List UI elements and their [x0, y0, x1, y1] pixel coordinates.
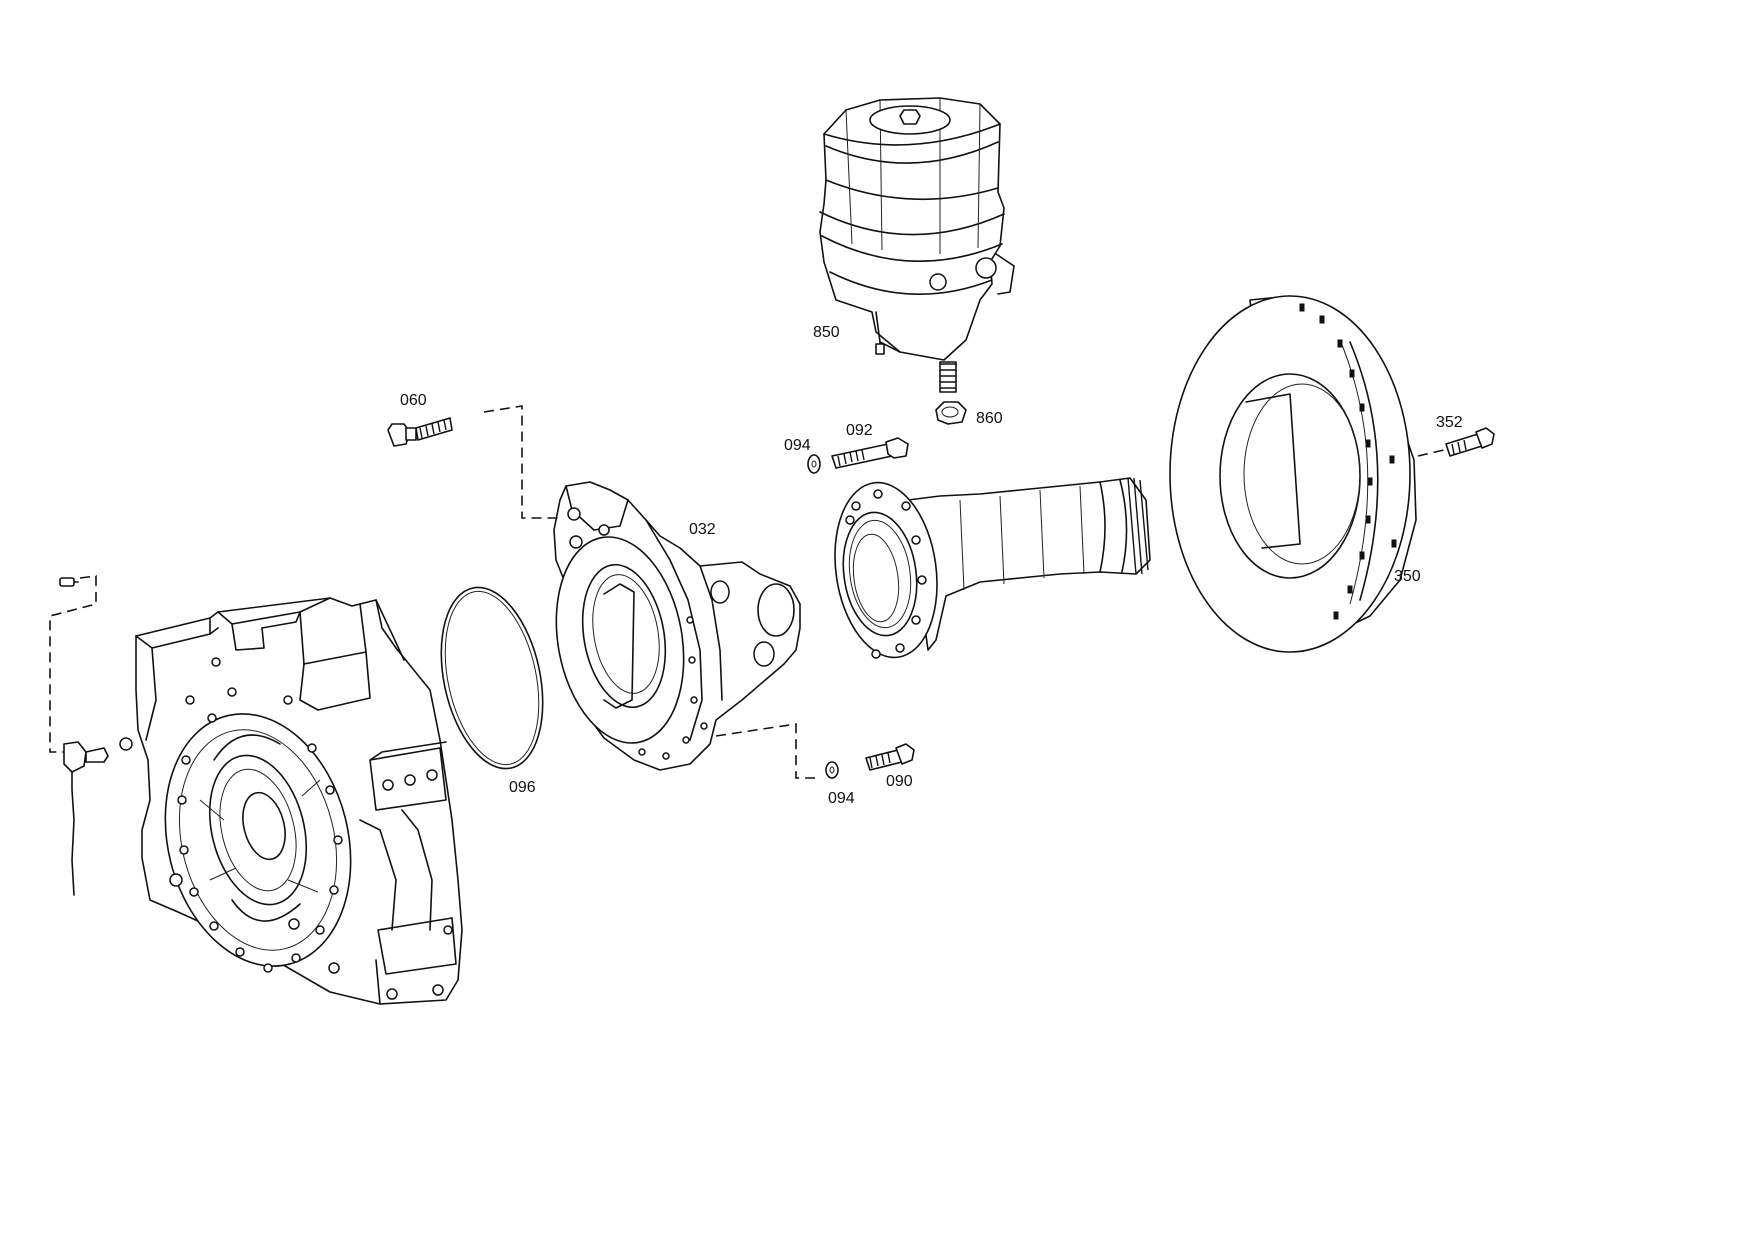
caliper-housing[interactable]	[541, 481, 801, 771]
callout-350: 350	[1394, 568, 1421, 585]
bolt-352[interactable]	[1417, 427, 1495, 457]
hex-nut[interactable]	[935, 401, 967, 425]
callout-090: 090	[886, 773, 913, 790]
callout-032: 032	[689, 521, 716, 538]
washer-094-lower[interactable]	[825, 761, 839, 779]
wheel-hub-spindle[interactable]	[824, 476, 1151, 664]
disc-vent-slots	[1299, 303, 1397, 620]
bolt-060[interactable]	[387, 405, 560, 519]
axle-housing[interactable]	[135, 597, 463, 1005]
callout-096: 096	[509, 779, 536, 796]
callout-092: 092	[846, 422, 873, 439]
bolt-092[interactable]	[831, 437, 909, 469]
exploded-parts-diagram: 060 032 096 850 860 094 092 094 090 352 …	[49, 97, 1495, 1005]
bolt-090[interactable]	[715, 723, 915, 779]
callout-850: 850	[813, 324, 840, 341]
callout-352: 352	[1436, 414, 1463, 431]
callout-094-lower: 094	[828, 790, 855, 807]
callout-labels: 060 032 096 850 860 094 092 094 090 352 …	[400, 324, 1463, 807]
brake-chamber[interactable]	[819, 97, 1015, 393]
callout-860: 860	[976, 410, 1003, 427]
callout-094-upper: 094	[784, 437, 811, 454]
speed-sensor[interactable]	[49, 575, 133, 896]
brake-disc[interactable]	[1169, 295, 1417, 653]
o-ring[interactable]	[426, 578, 558, 778]
washer-094-upper[interactable]	[807, 454, 821, 474]
callout-060: 060	[400, 392, 427, 409]
